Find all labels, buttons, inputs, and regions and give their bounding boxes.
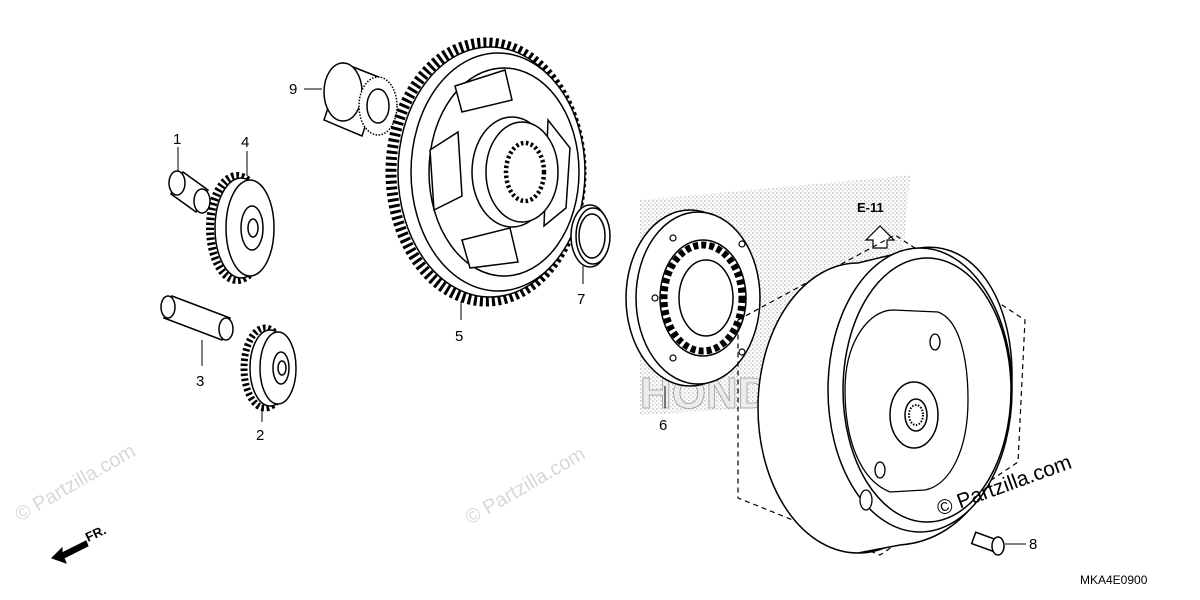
part-7-washer[interactable]: [570, 204, 611, 268]
watermark-left: © Partzilla.com: [12, 440, 140, 526]
callout-5: 5: [455, 328, 463, 345]
callout-8: 8: [1029, 536, 1037, 553]
callout-3: 3: [196, 373, 204, 390]
callout-1: 1: [173, 131, 181, 148]
part-3-shaft[interactable]: [160, 295, 234, 341]
callout-2: 2: [256, 427, 264, 444]
part-2-gear[interactable]: [240, 324, 297, 412]
flywheel-reference: [737, 234, 1026, 556]
callout-9: 9: [289, 81, 297, 98]
part-8-bolt[interactable]: [970, 531, 1005, 556]
part-5-driven-gear[interactable]: [385, 37, 587, 307]
part-9-needle-bearing[interactable]: [323, 62, 398, 138]
diagram-code: MKA4E0900: [1080, 573, 1148, 587]
callout-7: 7: [577, 291, 585, 308]
callout-4: 4: [241, 134, 249, 151]
reference-arrow-icon: [864, 225, 896, 249]
reference-label-e11: E-11: [857, 200, 884, 215]
callout-6: 6: [659, 417, 667, 434]
part-4-gear[interactable]: [206, 172, 275, 284]
watermark-center: © Partzilla.com: [462, 443, 590, 529]
part-6-starter-clutch[interactable]: [625, 209, 761, 387]
front-label: FR.: [83, 522, 108, 544]
front-direction-arrow-icon: [51, 540, 89, 564]
part-1-collar[interactable]: [168, 170, 211, 214]
